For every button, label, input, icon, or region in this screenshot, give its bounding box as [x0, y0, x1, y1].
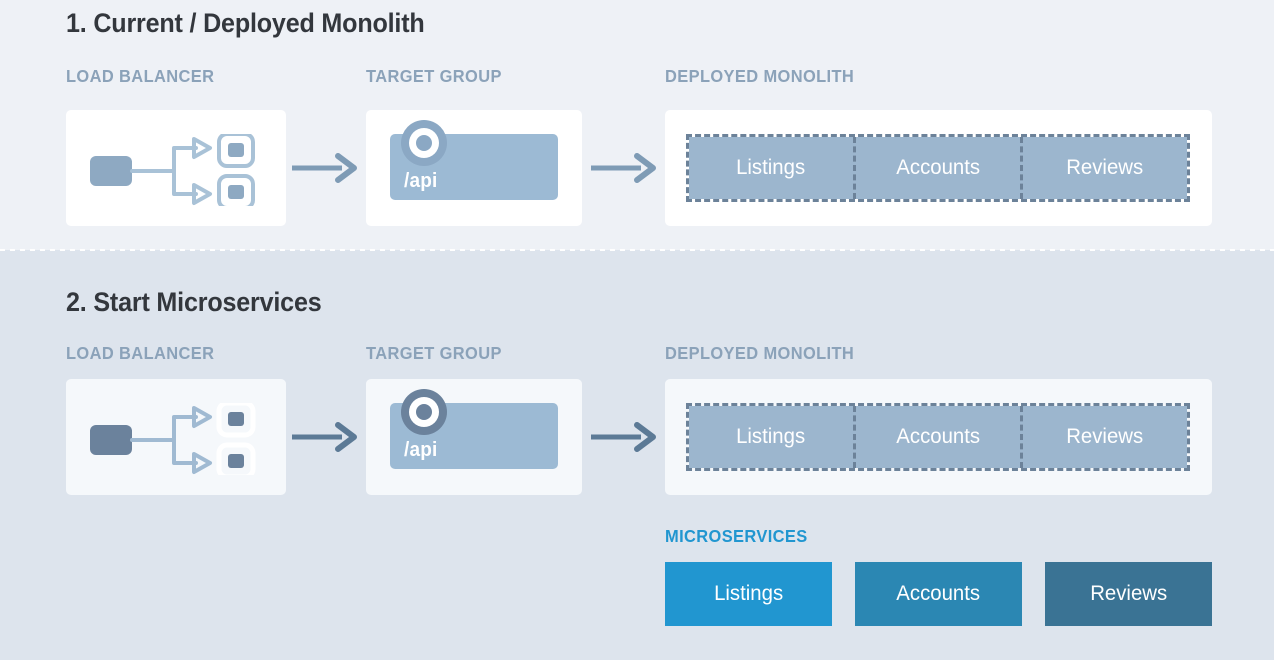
- monolith-segment-reviews-2: Reviews: [1020, 406, 1187, 468]
- load-balancer-icon: [90, 403, 256, 475]
- section-1-title: 1. Current / Deployed Monolith: [66, 8, 425, 38]
- target-group-route-1: /api: [404, 170, 438, 192]
- monolith-container-1: Listings Accounts Reviews: [686, 134, 1190, 202]
- monolith-container-2: Listings Accounts Reviews: [686, 403, 1190, 471]
- monolith-segment-label: Listings: [736, 156, 806, 179]
- label-deployed-monolith-2: DEPLOYED MONOLITH: [665, 343, 855, 363]
- label-load-balancer-2: LOAD BALANCER: [66, 343, 215, 363]
- target-group-card-1[interactable]: /api: [366, 110, 582, 226]
- section-separator: [0, 249, 1274, 251]
- label-deployed-monolith-1: DEPLOYED MONOLITH: [665, 66, 855, 86]
- deployed-monolith-card-2[interactable]: Listings Accounts Reviews: [665, 379, 1212, 495]
- monolith-segment-listings-2: Listings: [689, 406, 853, 468]
- section-2-title: 2. Start Microservices: [66, 287, 322, 317]
- monolith-segment-label: Accounts: [896, 425, 980, 448]
- monolith-segment-accounts-1: Accounts: [853, 137, 1020, 199]
- monolith-segment-label: Reviews: [1066, 156, 1144, 179]
- monolith-segment-listings-1: Listings: [689, 137, 853, 199]
- label-target-group-2: TARGET GROUP: [366, 343, 502, 363]
- load-balancer-card-2[interactable]: [66, 379, 286, 495]
- target-group-route-2: /api: [404, 439, 438, 461]
- target-icon-2: [401, 389, 447, 435]
- deployed-monolith-card-1[interactable]: Listings Accounts Reviews: [665, 110, 1212, 226]
- microservice-label: Accounts: [896, 582, 981, 605]
- arrow-tg-to-monolith-1: [591, 153, 656, 183]
- microservice-reviews[interactable]: Reviews: [1045, 562, 1212, 626]
- microservice-accounts[interactable]: Accounts: [855, 562, 1022, 626]
- load-balancer-icon: [90, 134, 255, 206]
- microservice-label: Listings: [713, 582, 784, 605]
- target-group-card-2[interactable]: /api: [366, 379, 582, 495]
- target-icon-1: [401, 120, 447, 166]
- monolith-segment-reviews-1: Reviews: [1020, 137, 1187, 199]
- monolith-segment-label: Listings: [736, 425, 806, 448]
- monolith-segment-label: Reviews: [1066, 425, 1144, 448]
- arrow-lb-to-tg-2: [292, 422, 357, 452]
- microservice-label: Reviews: [1090, 582, 1167, 605]
- arrow-lb-to-tg-1: [292, 153, 357, 183]
- monolith-segment-label: Accounts: [896, 156, 980, 179]
- microservice-listings[interactable]: Listings: [665, 562, 832, 626]
- monolith-segment-accounts-2: Accounts: [853, 406, 1020, 468]
- label-target-group-1: TARGET GROUP: [366, 66, 502, 86]
- label-microservices: MICROSERVICES: [665, 526, 808, 546]
- label-load-balancer-1: LOAD BALANCER: [66, 66, 215, 86]
- load-balancer-card-1[interactable]: [66, 110, 286, 226]
- arrow-tg-to-monolith-2: [591, 422, 656, 452]
